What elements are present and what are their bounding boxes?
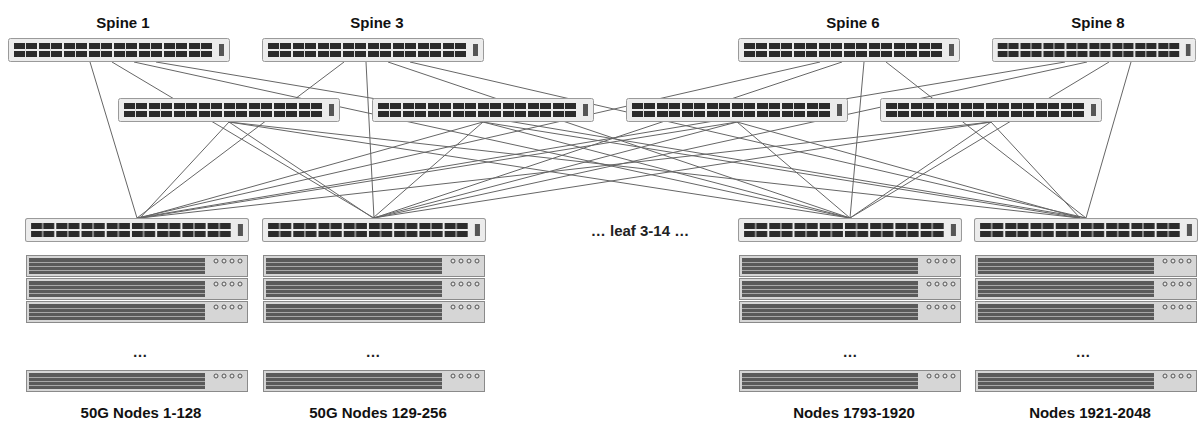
- link-line: [137, 62, 1065, 218]
- rack-icon: [25, 218, 249, 398]
- link-line: [90, 62, 137, 218]
- leaf-rack: 50G Nodes 129-256: [262, 218, 494, 426]
- spine-switch: [119, 98, 340, 122]
- ellipsis-mark: …: [131, 343, 150, 361]
- node-range-label: Nodes 1793-1920: [738, 404, 970, 422]
- link-line: [366, 62, 374, 218]
- spine-switch: Spine 6: [738, 14, 968, 62]
- link-line: [886, 62, 1086, 218]
- link-line: [410, 62, 1086, 218]
- rack-icon: [262, 218, 486, 398]
- rack-icon: [738, 218, 962, 398]
- spine-switch: Spine 3: [262, 14, 492, 62]
- link-line: [850, 62, 1109, 218]
- switch-icon: [738, 38, 960, 62]
- spine-switch: [627, 98, 848, 122]
- switch-icon: [262, 38, 484, 62]
- spine-switch: Spine 1: [8, 14, 238, 62]
- link-line: [156, 62, 1086, 218]
- switch-name: Spine 1: [8, 14, 238, 32]
- link-line: [850, 62, 864, 218]
- switch-name: Spine 8: [992, 14, 1202, 32]
- leaf-rack: Nodes 1793-1920: [738, 218, 970, 426]
- spine-switch: [373, 98, 594, 122]
- spine-switch: Spine 8: [992, 14, 1202, 62]
- link-line: [388, 62, 850, 218]
- link-line: [1086, 62, 1131, 218]
- spine-switch: [881, 98, 1102, 122]
- link-line: [374, 62, 842, 218]
- leaf-range-note: … leaf 3-14 …: [589, 222, 691, 240]
- link-line: [137, 62, 820, 218]
- leaf-rack: 50G Nodes 1-128: [25, 218, 257, 426]
- node-range-label: Nodes 1921-2048: [974, 404, 1202, 422]
- leaf-rack: Nodes 1921-2048: [974, 218, 1202, 426]
- ellipsis-mark: …: [1074, 343, 1093, 361]
- switch-icon: [992, 38, 1196, 62]
- ellipsis-mark: …: [364, 343, 383, 361]
- ellipsis-mark: …: [841, 343, 860, 361]
- switch-name: Spine 3: [262, 14, 492, 32]
- link-line: [134, 62, 850, 218]
- switch-name: Spine 6: [738, 14, 968, 32]
- node-range-label: 50G Nodes 129-256: [262, 404, 494, 422]
- switch-icon: [8, 38, 230, 62]
- rack-icon: [974, 218, 1198, 398]
- node-range-label: 50G Nodes 1-128: [25, 404, 257, 422]
